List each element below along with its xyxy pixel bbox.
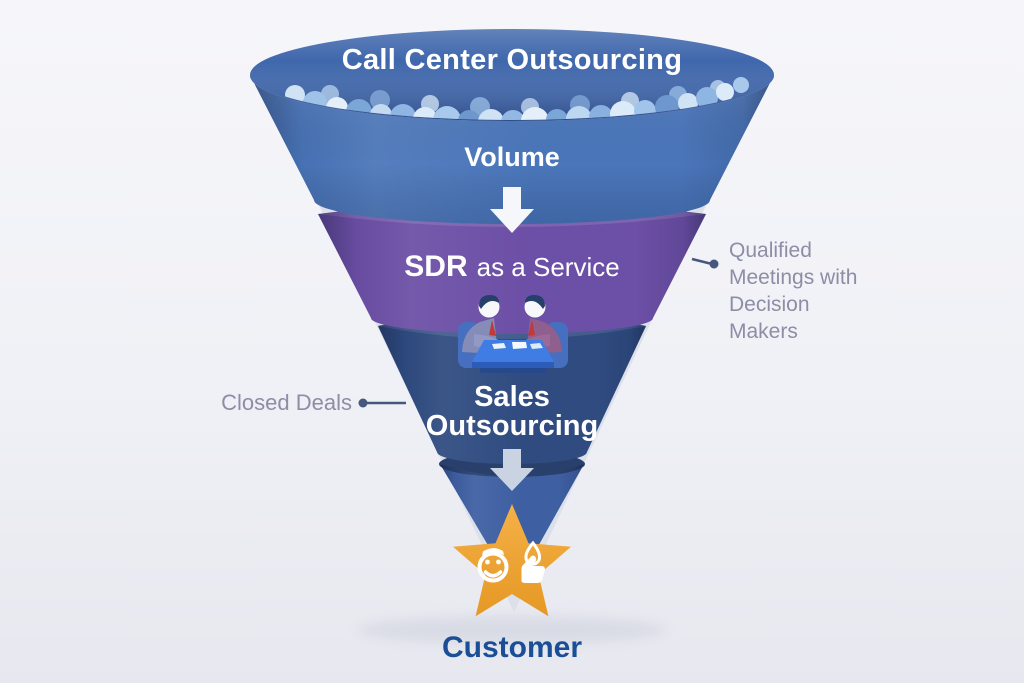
stage1-band xyxy=(250,29,774,224)
business-meeting-icon xyxy=(458,295,568,373)
happy-customer-icon xyxy=(477,548,509,583)
customer-star-icon xyxy=(453,504,571,617)
stage2-label-rest: as a Service xyxy=(476,252,620,282)
customer-label: Customer xyxy=(441,631,583,664)
connector-right xyxy=(691,257,719,269)
stage3-label-line2: Outsourcing xyxy=(425,410,599,442)
down-arrow-1-icon xyxy=(490,187,534,233)
stage3-label: Sales Outsourcing xyxy=(0,383,1024,441)
connector-left xyxy=(358,398,406,408)
stage1-label: Volume xyxy=(464,142,560,172)
down-arrow-2-icon xyxy=(490,449,534,491)
stage1-title: Call Center Outsourcing xyxy=(341,44,683,76)
stage3-shading xyxy=(378,312,646,464)
stage2-shading xyxy=(318,201,706,334)
stage2-label: SDR as a Service xyxy=(0,250,1024,284)
stage3-label-line1: Sales xyxy=(474,381,550,413)
stage2-label-bold: SDR xyxy=(404,250,468,283)
annotation-qualified-meetings: Qualified Meetings with Decision Makers xyxy=(729,239,858,343)
thumbs-up-icon xyxy=(521,540,545,583)
annotation-closed-deals: Closed Deals xyxy=(221,390,352,415)
stage1-edge-shading xyxy=(250,75,774,224)
ground-shadow xyxy=(357,616,667,644)
